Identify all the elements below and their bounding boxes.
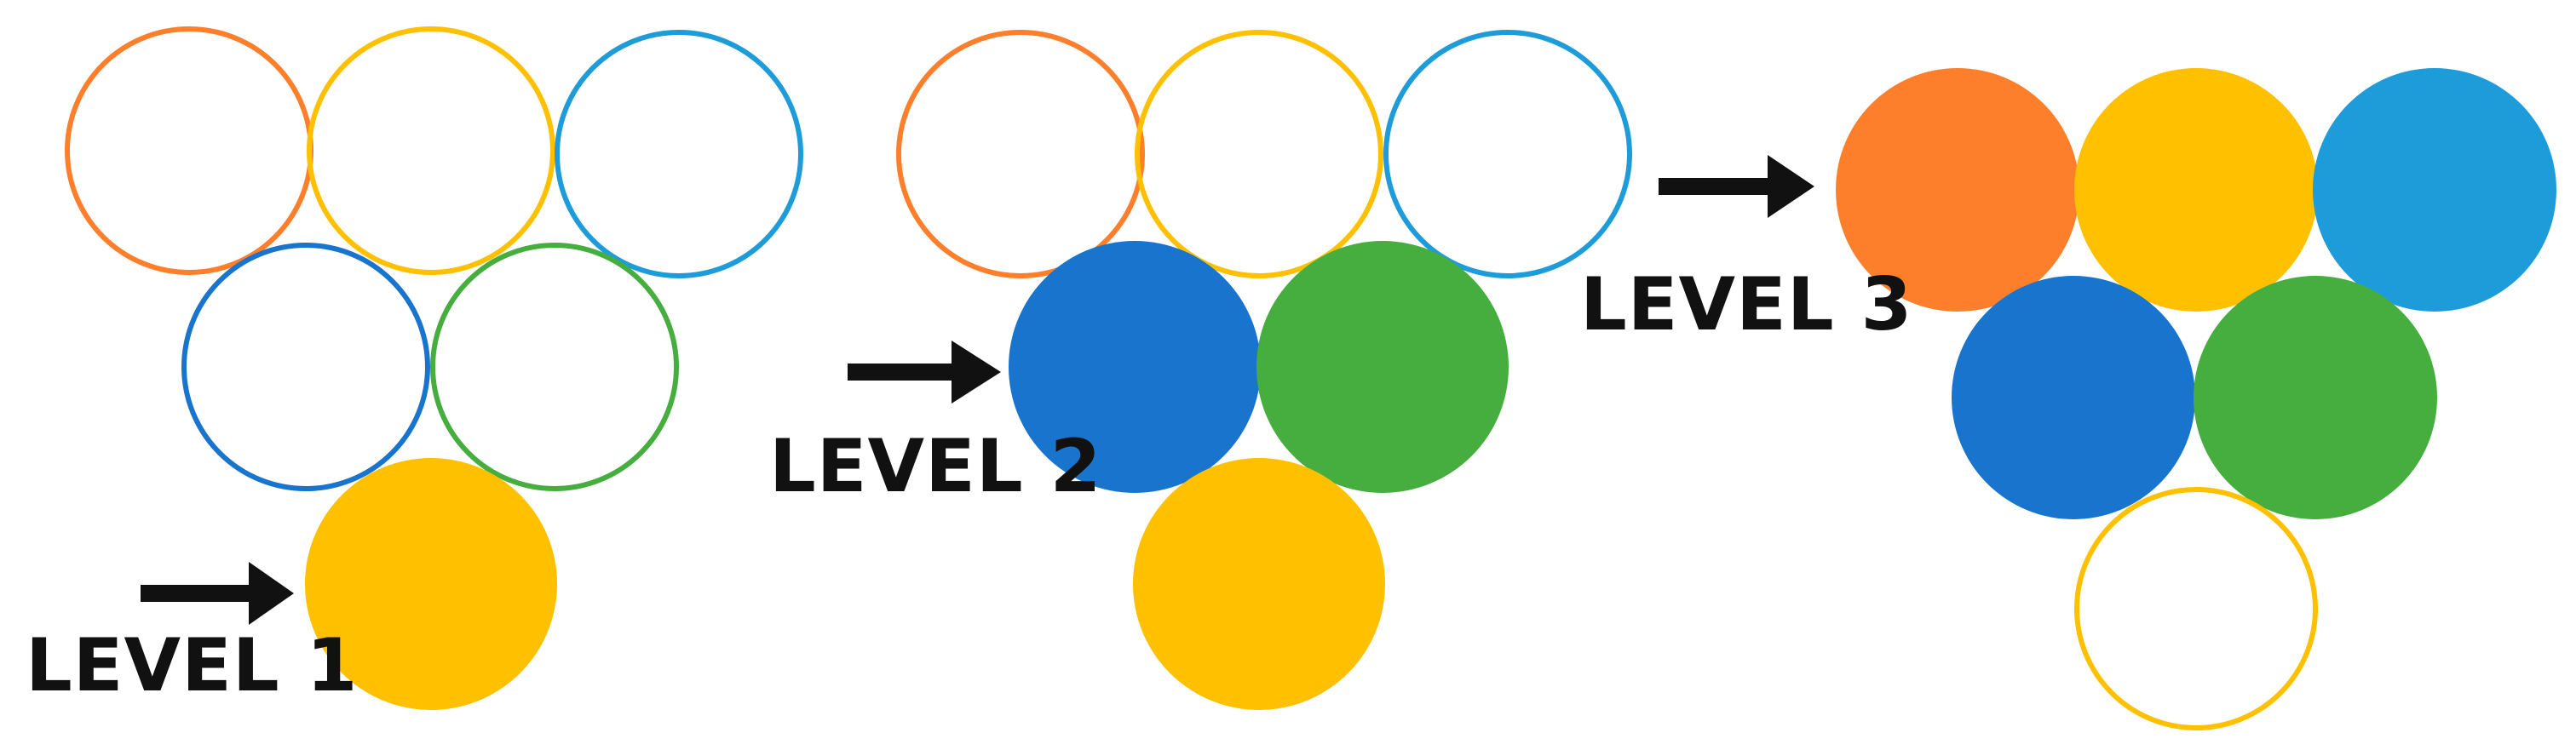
circle-yellow xyxy=(307,26,555,275)
circle-light-blue xyxy=(2313,68,2556,312)
circle-yellow-bottom xyxy=(2074,487,2318,730)
circle-yellow xyxy=(2074,68,2318,312)
group-level-3: LEVEL 3 xyxy=(1580,68,2556,730)
level-3-label: LEVEL 3 xyxy=(1580,262,1912,347)
group-level-2: LEVEL 2 xyxy=(769,30,1632,710)
group-level-1: LEVEL 1 xyxy=(26,26,803,710)
level-1-label: LEVEL 1 xyxy=(26,623,358,708)
circle-green xyxy=(1256,241,1509,493)
circle-yellow xyxy=(1135,30,1383,278)
circle-dark-blue xyxy=(1952,276,2195,519)
circle-green xyxy=(2194,276,2437,519)
circle-yellow-bottom xyxy=(1133,458,1385,710)
circle-orange xyxy=(1836,68,2079,312)
circle-dark-blue xyxy=(1009,241,1261,493)
level-2-label: LEVEL 2 xyxy=(769,424,1101,509)
arrow-icon xyxy=(1659,155,1814,218)
arrow-icon xyxy=(848,341,1001,404)
circle-orange xyxy=(896,30,1145,278)
circle-green xyxy=(430,243,679,491)
circle-yellow-bottom xyxy=(305,458,557,710)
arrow-icon xyxy=(141,562,294,625)
circle-dark-blue xyxy=(181,243,430,491)
circle-light-blue xyxy=(555,30,803,278)
circle-light-blue xyxy=(1383,30,1632,278)
